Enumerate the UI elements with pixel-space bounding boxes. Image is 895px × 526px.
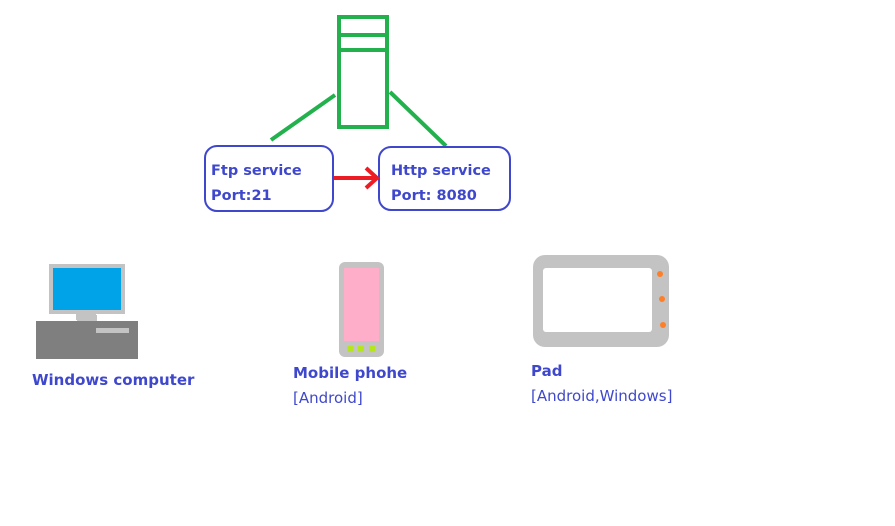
server-tower-icon bbox=[337, 15, 389, 129]
windows-computer-label: Windows computer bbox=[32, 371, 195, 389]
pad-label: Pad bbox=[531, 362, 563, 380]
http-service-port: Port: 8080 bbox=[391, 188, 477, 204]
pad-platform: [Android,Windows] bbox=[531, 387, 673, 405]
server-to-ftp-line bbox=[269, 93, 337, 142]
mobile-phone-label: Mobile phohe bbox=[293, 364, 408, 382]
mobile-phone-icon bbox=[339, 262, 384, 357]
ftp-service-name: Ftp service bbox=[211, 163, 302, 179]
mobile-phone-platform: [Android] bbox=[293, 389, 363, 407]
ftp-to-http-arrow bbox=[334, 166, 380, 190]
ftp-service-port: Port:21 bbox=[211, 188, 272, 204]
server-to-http-line bbox=[388, 90, 448, 148]
http-service-name: Http service bbox=[391, 163, 491, 179]
tablet-icon bbox=[533, 255, 669, 347]
ftp-service-box bbox=[204, 145, 334, 212]
desktop-computer-icon bbox=[36, 264, 138, 359]
